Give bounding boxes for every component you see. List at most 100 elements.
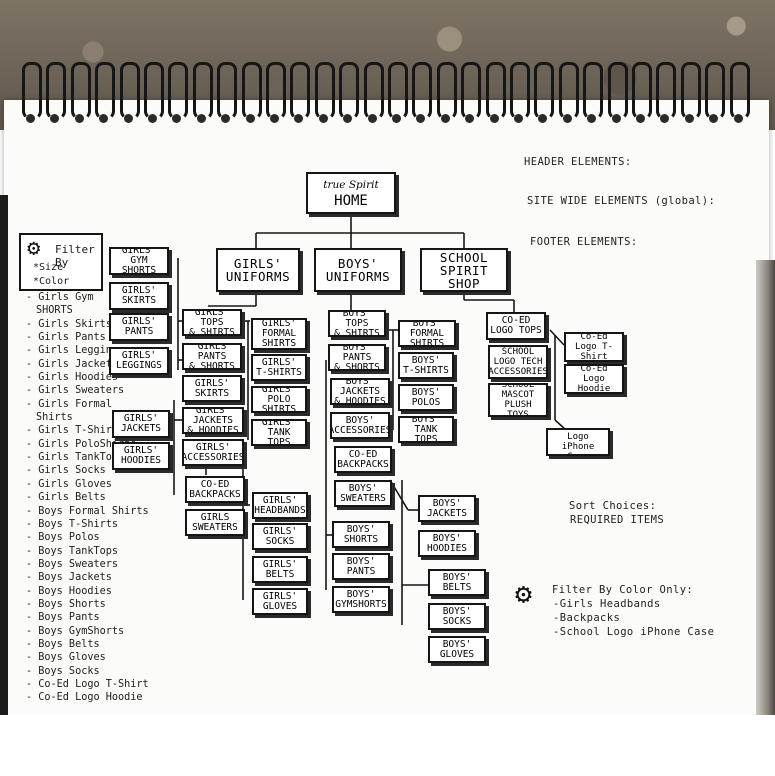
node-boys-shorts: BOYS' SHORTS [332, 521, 390, 548]
node-girls-tops-shirts: GIRLS' TOPS & SHIRTS [182, 309, 242, 336]
node-boys-sweaters: BOYS' SWEATERS [334, 480, 392, 507]
list-item: - Boys Socks [26, 665, 100, 677]
binding-ring [217, 62, 238, 128]
page-shadow-right [756, 260, 775, 720]
list-item: - Boys Belts [26, 638, 100, 650]
sitewide-elements-note: SITE WIDE ELEMENTS (global): [527, 195, 716, 207]
binding-ring [388, 62, 408, 128]
list-item: - Boys Formal Shirts [26, 505, 149, 517]
node-girls-accessories: GIRLS' ACCESSORIES [182, 439, 244, 466]
node-girls-tank-tops: GIRLS' TANK TOPS [251, 419, 307, 446]
node-girls-t-shirts: GIRLS' T-SHIRTS [251, 354, 307, 381]
binding-ring [583, 62, 604, 128]
list-item: - Boys Jackets [26, 572, 112, 584]
node-girls-pants: GIRLS' PANTS [109, 313, 169, 341]
node-girls-gloves: GIRLS' GLOVES [252, 588, 308, 615]
node-girls-jackets-hoodies: GIRLS' JACKETS & HOODIES [182, 407, 244, 434]
binding-ring [241, 62, 262, 128]
category-boys-uniforms: BOYS' UNIFORMS [314, 248, 402, 292]
header-elements-note: HEADER ELEMENTS: [524, 156, 632, 168]
filter-color-title: Filter By Color Only: [552, 584, 694, 596]
binding-ring [95, 62, 116, 128]
home-title: HOME [334, 193, 368, 209]
required-items-note: REQUIRED ITEMS [570, 514, 665, 526]
category-school-spirit-shop: SCHOOL SPIRIT SHOP [420, 248, 508, 292]
list-item: - Boys Sweaters [26, 558, 119, 570]
node-girls-polo-shirts: GIRLS' POLO SHIRTS [251, 386, 307, 413]
binding-ring [607, 62, 628, 128]
node-boys-tank-tops: BOYS' TANK TOPS [398, 416, 454, 443]
category-girls-uniforms: GIRLS' UNIFORMS [216, 248, 300, 292]
binding-ring [46, 62, 67, 128]
list-item: - Girls Skirts [26, 318, 112, 330]
binding-ring [339, 62, 360, 128]
list-item: - Boys GymShorts [26, 625, 125, 637]
filter-color-item: -Backpacks [553, 612, 621, 624]
node-girls-formal-shirts: GIRLS' FORMAL SHIRTS [251, 318, 307, 350]
binding-ring [314, 62, 335, 128]
filter-color-item: -School Logo iPhone Case [553, 626, 715, 638]
node-boys-formal-shirts: BOYS' FORMAL SHIRTS [398, 320, 456, 347]
footer-elements-note: FOOTER ELEMENTS: [530, 236, 638, 248]
node-boys-coed-backpacks: CO-ED BACKPACKS [334, 446, 392, 473]
node-boys-t-shirts: BOYS' T-SHIRTS [398, 352, 454, 379]
binding-ring [22, 62, 42, 128]
list-item: - Boys Hoodies [26, 585, 112, 597]
list-item: - Boys Pants [26, 612, 100, 624]
list-item: - Girls Formal [26, 398, 112, 410]
binding-ring [412, 62, 433, 128]
binding-ring [729, 62, 750, 128]
node-boys-gloves: BOYS' GLOVES [428, 636, 486, 663]
node-girls-leggings: GIRLS' LEGGINGS [109, 347, 169, 375]
binding-ring [632, 62, 652, 128]
binding-ring [680, 62, 701, 128]
node-boys-socks: BOYS' SOCKS [428, 603, 486, 630]
list-item: - Boys Polos [26, 532, 100, 544]
gear-icon: ⚙ [27, 236, 41, 261]
list-item: - Girls Pants [26, 332, 106, 344]
filter-size: *Size [33, 262, 64, 273]
node-school-mascot-plush: SCHOOL MASCOT PLUSH TOYS [488, 383, 548, 417]
node-boys-tops-shirts: BOYS' TOPS & SHIRTS [328, 310, 386, 337]
node-boys-accessories: BOYS' ACCESSORIES [330, 412, 390, 439]
node-girls-socks: GIRLS' SOCKS [252, 523, 308, 550]
list-item: - Girls TankTops [26, 452, 125, 464]
node-girls-jackets: GIRLS' JACKETS [112, 410, 170, 438]
binding-ring [461, 62, 482, 128]
list-item: - Boys Gloves [26, 652, 106, 664]
binding-ring [363, 62, 384, 128]
list-item: - Co-Ed Logo T-Shirt [26, 678, 149, 690]
list-item: - Girls Leggings [26, 345, 125, 357]
node-boys-pants: BOYS' PANTS [332, 553, 390, 580]
list-item: - Girls Jackets [26, 358, 119, 370]
list-item: - Girls T-Shirts [26, 425, 125, 437]
node-girls-coed-backpacks: CO-ED BACKPACKS [185, 476, 245, 503]
node-boys-jackets-hoodies: BOYS' JACKETS & HOODIES [330, 378, 390, 405]
binding-ring [70, 62, 91, 128]
binding-ring [705, 62, 726, 128]
page-shadow-left [0, 195, 8, 715]
node-girls-gym-shorts: GIRLS' GYM SHORTS [109, 247, 169, 275]
node-coed-logo-hoodie: Co-Ed Logo Hoodie [564, 364, 624, 394]
node-boys-belts: BOYS' BELTS [428, 569, 486, 596]
gear-icon: ⚙ [515, 577, 532, 610]
spiral-binding [22, 62, 762, 132]
node-boys-jackets: BOYS' JACKETS [418, 495, 476, 522]
binding-ring [144, 62, 164, 128]
filter-color: *Color [33, 276, 70, 287]
node-school-logo-iphone-case: School Logo iPhone Case [546, 428, 610, 456]
list-item: - Girls Socks [26, 465, 106, 477]
node-boys-hoodies: BOYS' HOODIES [418, 530, 476, 557]
filter-by-box: ⚙ Filter By *Size *Color [19, 233, 103, 291]
node-coed-logo-tops: CO-ED LOGO TOPS [486, 312, 546, 340]
binding-ring [168, 62, 189, 128]
binding-ring [656, 62, 677, 128]
list-item: - Co-Ed Logo Hoodie [26, 692, 143, 704]
node-school-logo-tech: SCHOOL LOGO TECH ACCESSORIES [488, 345, 548, 379]
home-node: true Spirit HOME [306, 172, 396, 214]
list-item: - Boys Shorts [26, 598, 106, 610]
binding-ring [436, 62, 457, 128]
node-girls-hoodies: GIRLS' HOODIES [112, 442, 170, 470]
binding-ring [558, 62, 579, 128]
node-girls-skirts: GIRLS' SKIRTS [182, 375, 242, 402]
